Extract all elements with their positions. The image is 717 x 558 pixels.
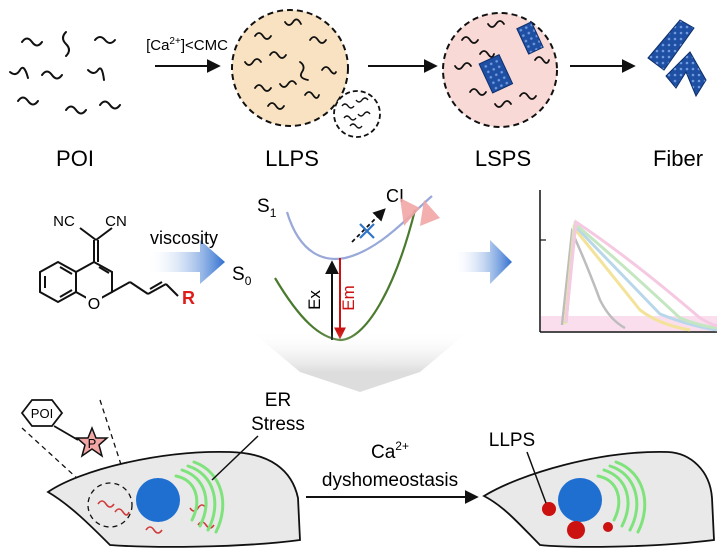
llps-droplet-1	[542, 502, 556, 516]
er-pointer	[211, 435, 259, 481]
probe-r-group: R	[182, 288, 195, 308]
llps-droplet	[231, 9, 349, 127]
llps-pointer	[526, 451, 547, 504]
nucleus-left	[136, 478, 180, 522]
viscosity-label: viscosity	[150, 228, 218, 248]
lsps-stage-label: LSPS	[475, 146, 531, 171]
llps-small-droplet	[333, 90, 381, 138]
probe-nc-right: CN	[105, 213, 127, 230]
fiber-stage-label: Fiber	[653, 146, 703, 171]
s1-label: S1	[257, 196, 277, 220]
nucleus-right	[558, 478, 602, 522]
probe-molecule	[39, 227, 179, 304]
decay-plot	[539, 190, 717, 333]
llps-droplet-2	[567, 521, 585, 539]
zoom-circle	[87, 482, 133, 528]
ca-label: Ca2+	[371, 439, 409, 463]
em-label: Em	[339, 285, 358, 311]
er-label-line1: ER	[265, 390, 291, 411]
poi-hexagon-label: POI	[31, 406, 53, 421]
probe-oxygen: O	[88, 296, 100, 313]
ci-label: CI	[386, 186, 404, 206]
phospho-label: P	[88, 436, 97, 451]
er-network-right	[596, 460, 647, 534]
dyshomeostasis-label: dyshomeostasis	[322, 470, 458, 491]
lsps-aggregate-1	[478, 53, 514, 94]
llps-droplet-3	[603, 522, 613, 532]
poi-stage-label: POI	[56, 146, 94, 171]
big-transition-arrowhead	[300, 372, 420, 392]
llps-cell-label: LLPS	[489, 430, 535, 451]
poi-hexagon	[20, 399, 64, 427]
probe-nc-left: NC	[53, 213, 75, 230]
big-transition-arrow	[250, 330, 470, 372]
er-network-left	[174, 460, 225, 534]
llps-stage-label: LLPS	[265, 146, 319, 171]
s0-label: S0	[232, 264, 252, 288]
blocked-cross-icon	[359, 223, 375, 239]
er-label-line2: Stress	[251, 414, 305, 435]
ci-arrow	[351, 208, 386, 243]
lsps-aggregate-2	[516, 21, 544, 55]
arrow1-label: [Ca2+]<CMC	[146, 36, 228, 54]
poi-squiggles	[9, 31, 121, 115]
viscosity-arrow	[150, 240, 225, 284]
poi-linker	[53, 425, 79, 441]
lsps-squiggles	[454, 20, 550, 108]
phospho-star	[75, 425, 109, 458]
llps-small-squiggles	[341, 97, 371, 129]
llps-squiggles	[244, 18, 337, 110]
ex-label: Ex	[305, 290, 324, 310]
fiber-bundle	[647, 19, 707, 98]
rotation-icon	[400, 198, 440, 226]
result-arrow	[455, 240, 512, 284]
